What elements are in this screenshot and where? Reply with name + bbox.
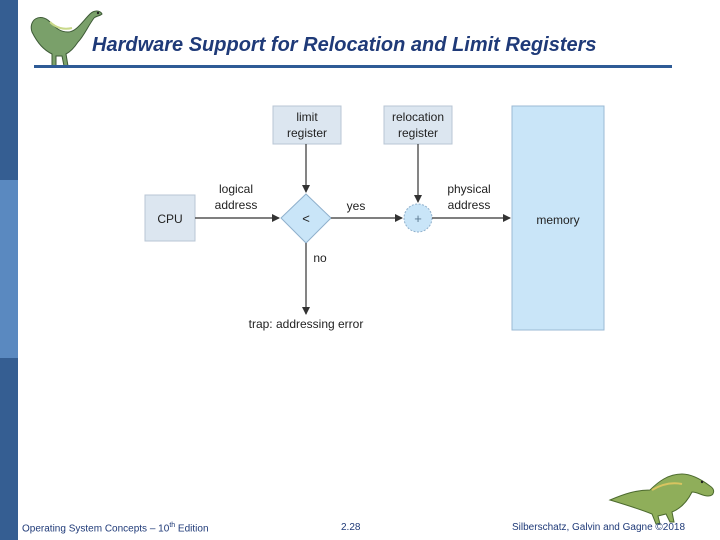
compare-symbol: < [302, 211, 310, 226]
trap-label: trap: addressing error [249, 317, 364, 331]
memory-label: memory [536, 213, 579, 227]
memory-block [511, 105, 605, 331]
cpu-box [144, 194, 196, 242]
footer-book-title: Operating System Concepts – 10 [22, 523, 170, 535]
footer-edition-suffix: Edition [175, 523, 209, 535]
physical-address-label-line2: address [448, 198, 491, 212]
limit-register-label-line2: register [287, 126, 327, 140]
logical-address-label-line2: address [215, 198, 258, 212]
relocation-register-label-line2: register [398, 126, 438, 140]
limit-register-box [272, 105, 342, 145]
title-underline [34, 65, 672, 68]
footer-page-number: 2.28 [341, 522, 361, 533]
footer-left: Operating System Concepts – 10th Edition [22, 522, 209, 534]
sidebar-stripe-top [0, 0, 18, 180]
dinosaur-logo [30, 10, 103, 67]
footer-edition-sup: th [169, 522, 176, 529]
add-symbol: + [414, 211, 422, 226]
logical-address-label-line1: logical [219, 182, 253, 196]
no-label: no [313, 251, 327, 265]
sidebar-stripe-bottom [0, 358, 18, 540]
physical-address-label-line1: physical [447, 182, 490, 196]
sidebar-stripe-middle [0, 180, 18, 358]
cpu-label: CPU [157, 212, 182, 226]
relocation-register-label-line1: relocation [392, 110, 444, 124]
yes-label: yes [347, 199, 366, 213]
limit-register-label-line1: limit [296, 110, 318, 124]
slide-title: Hardware Support for Relocation and Limi… [92, 34, 597, 56]
footer-authors: Silberschatz, Galvin and Gagne ©2018 [512, 522, 686, 533]
dinosaur-logo-bottom [608, 473, 715, 525]
